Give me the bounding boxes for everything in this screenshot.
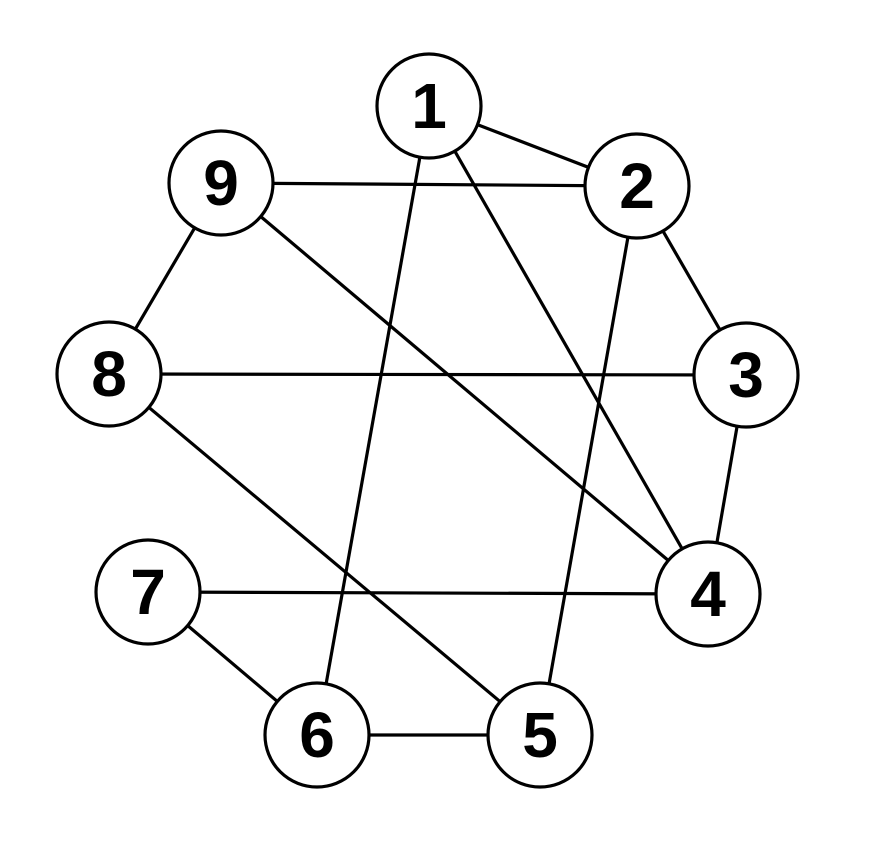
edge-4-7 (147, 590, 709, 596)
node-7: 7 (94, 538, 202, 646)
node-6: 6 (263, 681, 371, 789)
node-circle (94, 538, 202, 646)
node-circle (583, 132, 691, 240)
edge-4-9 (219, 181, 710, 596)
node-circle (654, 540, 762, 648)
node-label: 7 (130, 556, 166, 628)
node-9: 9 (167, 129, 275, 237)
node-2: 2 (583, 132, 691, 240)
node-1: 1 (375, 52, 483, 160)
node-circle (375, 52, 483, 160)
node-circle (692, 321, 800, 429)
node-label: 8 (91, 338, 127, 410)
node-label: 4 (690, 558, 726, 630)
node-circle (55, 320, 163, 428)
node-label: 5 (522, 699, 558, 771)
nodes-layer: 1 2 3 4 5 6 7 8 9 (55, 52, 800, 789)
node-5: 5 (486, 681, 594, 789)
node-label: 2 (619, 150, 655, 222)
edge-3-8 (108, 372, 747, 377)
node-8: 8 (55, 320, 163, 428)
node-circle (486, 681, 594, 789)
edge-5-8 (107, 372, 542, 737)
node-label: 1 (411, 70, 447, 142)
node-4: 4 (654, 540, 762, 648)
edge-2-5 (538, 185, 639, 736)
node-3: 3 (692, 321, 800, 429)
node-label: 6 (299, 699, 335, 771)
edge-2-9 (220, 181, 638, 188)
node-circle (263, 681, 371, 789)
edge-1-6 (315, 105, 431, 736)
edge-1-4 (427, 105, 710, 595)
node-circle (167, 129, 275, 237)
node-label: 3 (728, 339, 764, 411)
node-label: 9 (203, 147, 239, 219)
